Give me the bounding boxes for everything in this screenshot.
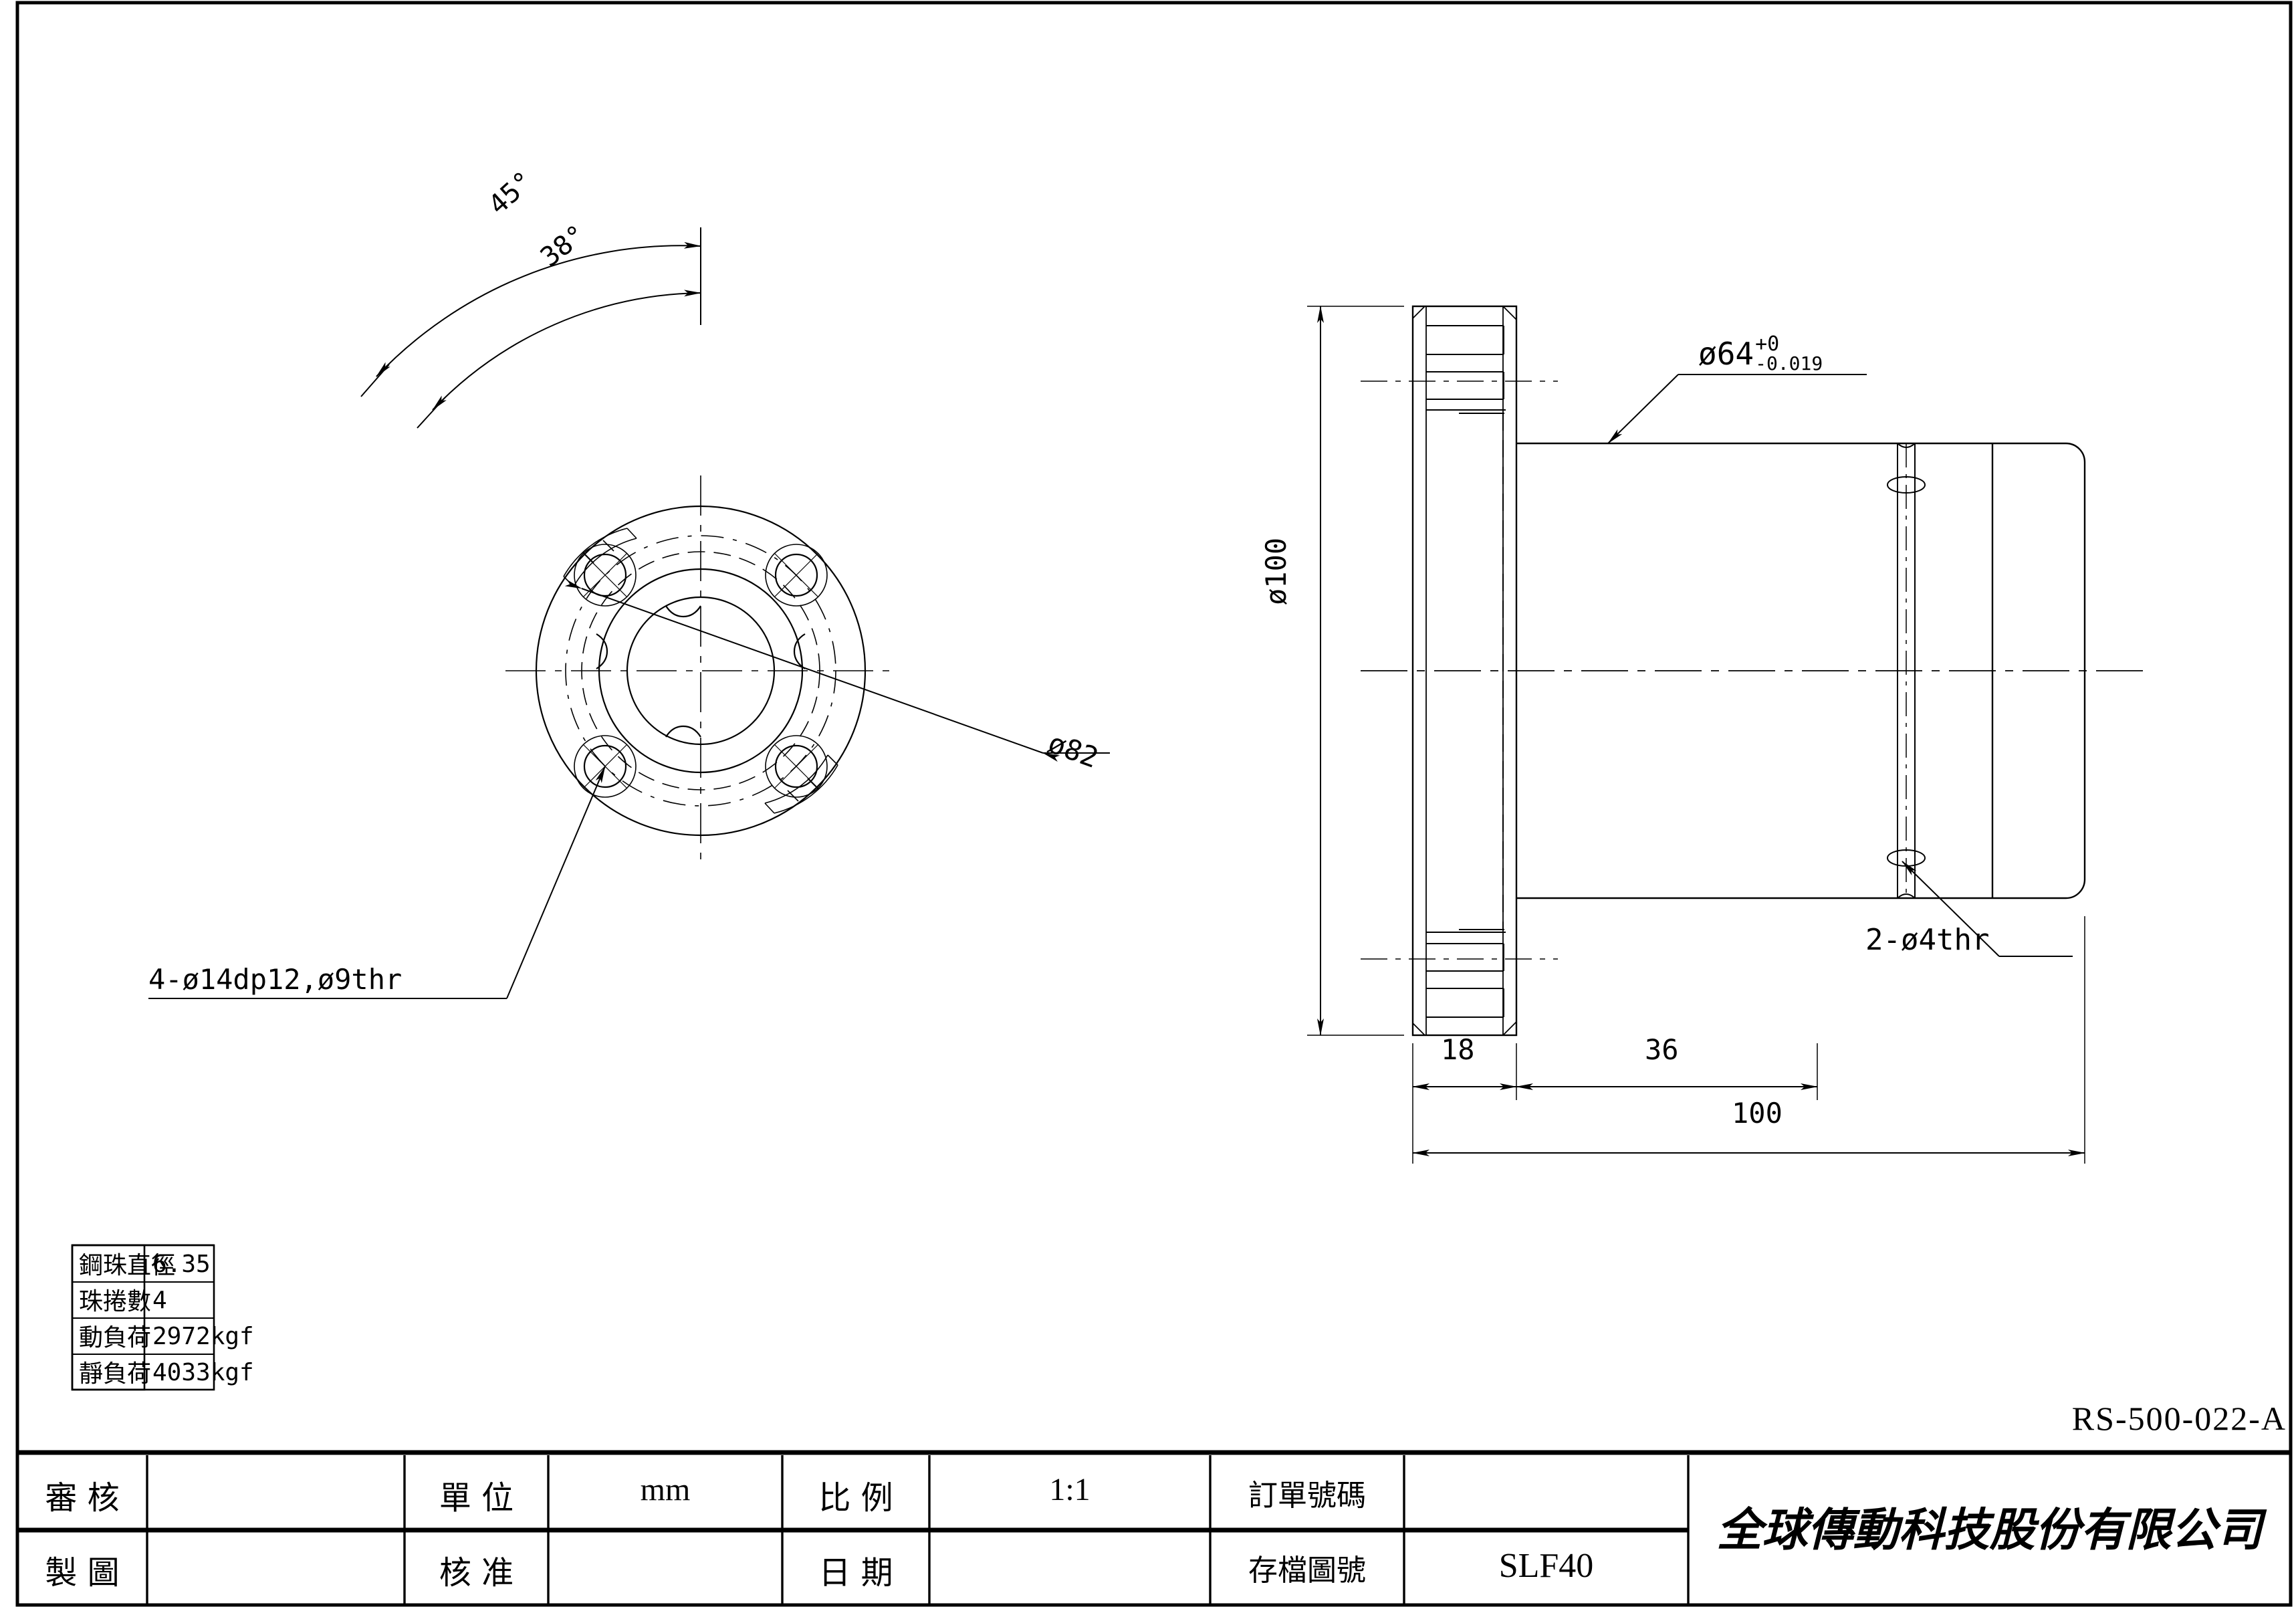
spec-row-1-value: 4: [152, 1287, 167, 1314]
front-view: [148, 227, 1110, 999]
front-view-centerlines: [505, 475, 896, 866]
sheet-border: [15, 1, 2293, 1607]
bolt-hole-callout-leader: [148, 766, 606, 999]
dim-label-36: 36: [1645, 1033, 1679, 1066]
title-block-grid: [17, 1450, 2291, 1605]
title-date-label: 日 期: [818, 1554, 893, 1592]
flange-hole-centerlines: [1361, 381, 1558, 960]
company-name: 全球傳動科技股份有限公司: [1716, 1504, 2263, 1557]
title-scale-value: 1:1: [1049, 1472, 1090, 1507]
bore-diameter-label: ø64: [1698, 336, 1754, 372]
angle-dim-38: [417, 276, 701, 429]
outer-diameter-label: ø100: [1260, 537, 1292, 605]
spec-row-1-label: 珠捲數: [79, 1288, 152, 1315]
title-review-label: 審 核: [45, 1479, 120, 1517]
counterbore-bottom: [1426, 932, 1506, 1018]
return-tube-marks-upper: [563, 528, 637, 587]
bolt-circle-dim-leader: [564, 579, 1110, 762]
grease-hole-callout-label: 2-ø4thr: [1865, 923, 1990, 957]
bore-callout-leader: [1607, 374, 1867, 444]
title-scale-label: 比 例: [818, 1479, 893, 1517]
spec-table-rule-1: [72, 1281, 214, 1283]
spec-row-3-value: 4033kgf: [152, 1359, 254, 1386]
spec-row-0-label: 鋼珠直徑: [79, 1252, 176, 1279]
title-unit-label: 單 位: [439, 1479, 514, 1517]
title-drawn-label: 製 圖: [45, 1554, 120, 1592]
dim-ø100: [1307, 306, 1404, 1036]
drawing-number: RS-500-022-A: [2071, 1400, 2287, 1437]
angle-dim-45: [360, 227, 701, 397]
title-order-no-label: 訂單號碼: [1248, 1479, 1366, 1513]
title-archive-no-label: 存檔圖號: [1248, 1553, 1366, 1588]
bore-callout: ø64 +0 -0.019: [1698, 334, 1823, 373]
bolt-hole-top-right: [765, 544, 828, 607]
spec-row-3-label: 靜負荷: [79, 1360, 152, 1388]
spec-row-0-value: 6.35: [152, 1251, 211, 1278]
bolt-hole-callout-label: 4-ø14dp12,ø9thr: [148, 963, 403, 996]
bore-tol-lower: -0.019: [1755, 352, 1823, 374]
title-approve-label: 核 准: [439, 1554, 514, 1592]
counterbore-top: [1426, 325, 1506, 411]
bore-tol-upper: +0: [1755, 332, 1780, 356]
nut-body-outline: [1516, 442, 1992, 899]
spec-row-2-value: 2972kgf: [152, 1323, 254, 1350]
dim-label-18: 18: [1441, 1033, 1475, 1066]
spec-table-rule-2: [72, 1317, 214, 1319]
grease-callout-leader: [1902, 861, 2073, 957]
title-unit-value: mm: [640, 1472, 691, 1507]
dim-extension-lines: [1412, 916, 2085, 1164]
section-view: [1307, 305, 2146, 1164]
spec-row-2-label: 動負荷: [79, 1324, 152, 1352]
dim-label-100: 100: [1732, 1097, 1783, 1130]
title-archive-no-value: SLF40: [1498, 1547, 1594, 1585]
spec-table-rule-3: [72, 1354, 214, 1355]
